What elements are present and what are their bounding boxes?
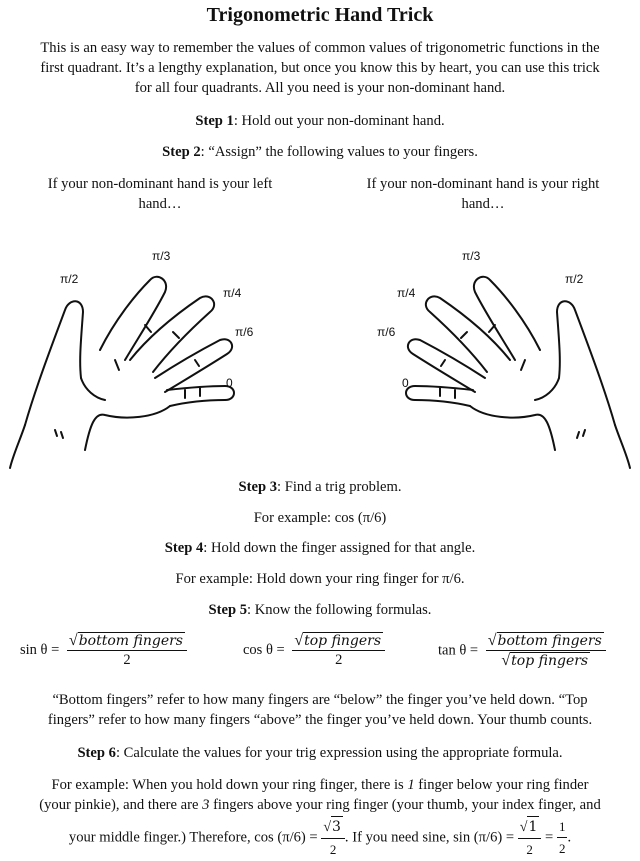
- right-hand-illustration: [405, 275, 631, 469]
- step-3: Step 3: Find a trig problem.: [0, 477, 640, 497]
- step-text: : Hold down the finger assigned for that…: [203, 540, 476, 556]
- left-label-pi4: π/4: [223, 286, 242, 300]
- step-text: : “Assign” the following values to your …: [200, 144, 478, 160]
- heading-line: hand…: [461, 196, 505, 212]
- left-label-zero: 0: [226, 376, 233, 390]
- heading-line: If your non-dominant hand is your left: [47, 176, 273, 192]
- sin-formula: sin θ = √bottom fingers 2: [20, 632, 187, 669]
- right-hand-heading: If your non-dominant hand is your right …: [348, 174, 618, 214]
- intro-line: for all four quadrants. All you need is …: [134, 80, 506, 96]
- left-label-pi3: π/3: [152, 249, 171, 263]
- final-paragraph: For example: When you hold down your rin…: [0, 775, 640, 815]
- heading-line: hand…: [138, 196, 182, 212]
- intro-line: This is an easy way to remember the valu…: [40, 40, 600, 56]
- step-label: Step 1: [195, 113, 234, 129]
- cos-denominator: 2: [335, 652, 343, 668]
- step-label: Step 5: [208, 602, 248, 618]
- final-line-2: (your pinkie), and there are 3 fingers a…: [39, 797, 601, 813]
- right-label-pi3: π/3: [462, 249, 481, 263]
- right-label-zero: 0: [402, 376, 409, 390]
- right-label-pi2: π/2: [565, 272, 584, 286]
- page-title: Trigonometric Hand Trick: [206, 4, 434, 26]
- cos-lhs: cos θ =: [243, 641, 285, 658]
- sin-pi6-simplified: 1 2: [556, 819, 568, 856]
- step-label: Step 3: [238, 479, 278, 495]
- cos-pi6-value: √3 2: [321, 816, 345, 860]
- cos-numerator: top fingers: [303, 632, 384, 649]
- step-text: : Calculate the values for your trig exp…: [115, 745, 563, 761]
- step-1: Step 1: Hold out your non-dominant hand.: [0, 111, 640, 131]
- right-label-pi6: π/6: [377, 325, 396, 339]
- explanation-paragraph: “Bottom fingers” refer to how many finge…: [0, 690, 640, 730]
- left-hand-illustration: [9, 275, 235, 469]
- intro-line: first quadrant. It’s a lengthy explanati…: [40, 60, 600, 76]
- left-hand-heading: If your non-dominant hand is your left h…: [30, 174, 290, 214]
- tan-lhs: tan θ =: [438, 642, 479, 659]
- step-text: : Know the following formulas.: [247, 602, 432, 618]
- step-6: Step 6: Calculate the values for your tr…: [0, 743, 640, 763]
- example-2: For example: Hold down your ring finger …: [175, 571, 465, 587]
- step-label: Step 4: [164, 540, 204, 556]
- step-2: Step 2: “Assign” the following values to…: [0, 142, 640, 162]
- step-4: Step 4: Hold down the finger assigned fo…: [0, 538, 640, 558]
- sin-pi6-value: √1 2: [517, 816, 542, 860]
- example-1: For example: cos (π/6): [253, 510, 387, 526]
- intro-paragraph: This is an easy way to remember the valu…: [0, 38, 640, 98]
- right-label-pi4: π/4: [397, 286, 416, 300]
- sin-lhs: sin θ =: [20, 641, 60, 658]
- left-label-pi2: π/2: [60, 272, 79, 286]
- cos-formula: cos θ = √top fingers 2: [243, 632, 386, 669]
- tan-numerator: bottom fingers: [496, 632, 604, 649]
- step-text: : Find a trig problem.: [277, 479, 402, 495]
- explanation-line: fingers” refer to how many fingers “abov…: [47, 712, 593, 728]
- final-line-3: your middle finger.) Therefore, cos (π/6…: [0, 816, 640, 860]
- step-text: : Hold out your non-dominant hand.: [233, 113, 445, 129]
- step-label: Step 2: [162, 144, 201, 160]
- sin-denominator: 2: [123, 652, 131, 668]
- sin-numerator: bottom fingers: [77, 632, 185, 649]
- step-label: Step 6: [77, 745, 116, 761]
- step-5: Step 5: Know the following formulas.: [0, 600, 640, 620]
- left-label-pi6: π/6: [235, 325, 254, 339]
- final-line-1: For example: When you hold down your rin…: [51, 777, 589, 793]
- tan-denominator: top fingers: [510, 652, 591, 669]
- heading-line: If your non-dominant hand is your right: [366, 176, 600, 192]
- tan-formula: tan θ = √bottom fingers √top fingers: [438, 632, 606, 670]
- explanation-line: “Bottom fingers” refer to how many finge…: [52, 692, 588, 708]
